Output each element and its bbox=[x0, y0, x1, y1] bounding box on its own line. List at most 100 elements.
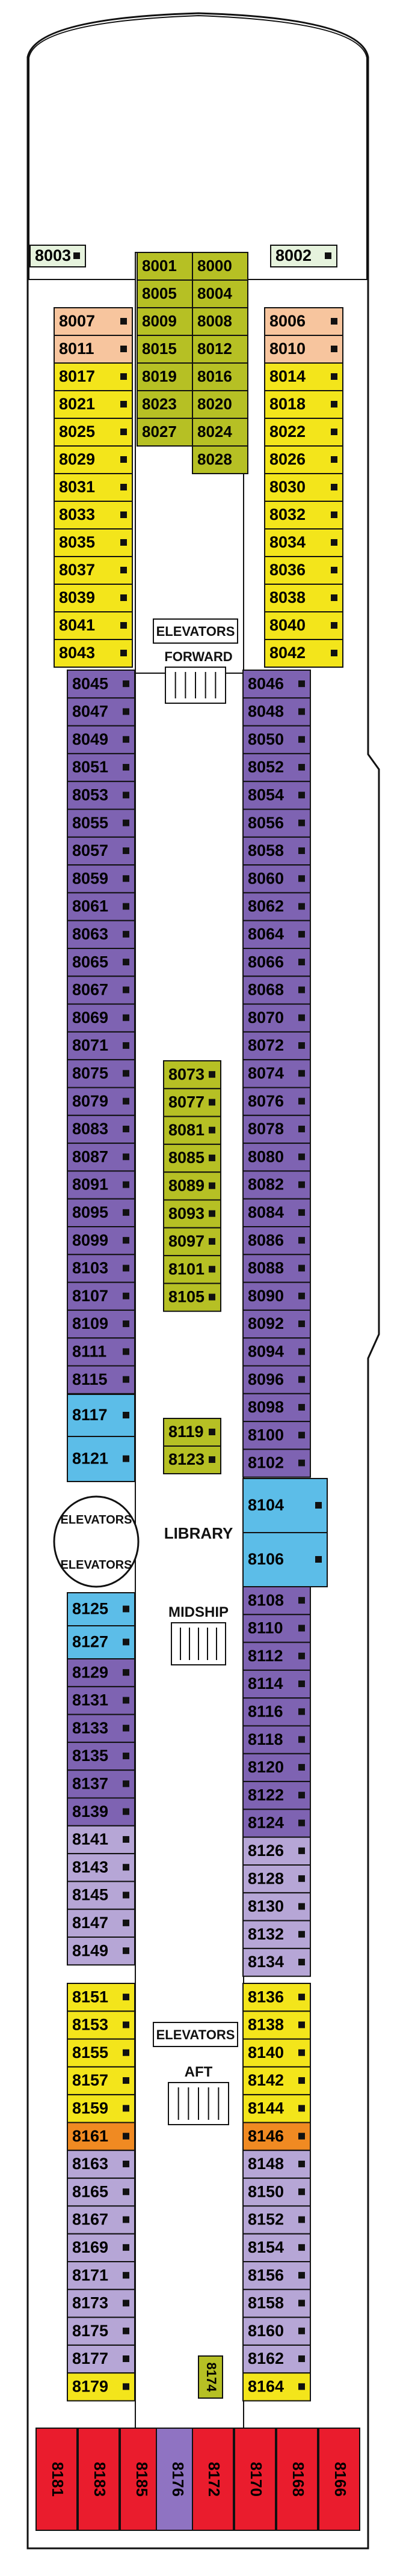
cabin-8114[interactable]: 8114 bbox=[242, 1669, 311, 1699]
cabin-8134[interactable]: 8134 bbox=[242, 1947, 311, 1977]
cabin-8133[interactable]: 8133 bbox=[67, 1714, 135, 1743]
cabin-8092[interactable]: 8092 bbox=[242, 1309, 311, 1339]
cabin-8110[interactable]: 8110 bbox=[242, 1614, 311, 1643]
cabin-8093[interactable]: 8093 bbox=[163, 1199, 221, 1228]
cabin-8012[interactable]: 8012 bbox=[192, 335, 248, 364]
cabin-8047[interactable]: 8047 bbox=[67, 697, 135, 727]
cabin-8143[interactable]: 8143 bbox=[67, 1853, 135, 1882]
cabin-8112[interactable]: 8112 bbox=[242, 1641, 311, 1671]
cabin-8086[interactable]: 8086 bbox=[242, 1226, 311, 1256]
cabin-8106[interactable]: 8106 bbox=[242, 1532, 328, 1587]
cabin-8021[interactable]: 8021 bbox=[54, 390, 133, 419]
cabin-8031[interactable]: 8031 bbox=[54, 473, 133, 502]
cabin-8099[interactable]: 8099 bbox=[67, 1226, 135, 1256]
cabin-8003[interactable]: 8003 bbox=[29, 245, 86, 267]
cabin-8118[interactable]: 8118 bbox=[242, 1725, 311, 1754]
cabin-8007[interactable]: 8007 bbox=[54, 307, 133, 336]
cabin-8117[interactable]: 8117 bbox=[67, 1394, 135, 1437]
cabin-8081[interactable]: 8081 bbox=[163, 1116, 221, 1145]
cabin-8045[interactable]: 8045 bbox=[67, 670, 135, 699]
cabin-8053[interactable]: 8053 bbox=[67, 781, 135, 810]
cabin-8098[interactable]: 8098 bbox=[242, 1393, 311, 1423]
cabin-8131[interactable]: 8131 bbox=[67, 1686, 135, 1715]
cabin-8011[interactable]: 8011 bbox=[54, 335, 133, 364]
cabin-8156[interactable]: 8156 bbox=[242, 2261, 311, 2291]
cabin-8004[interactable]: 8004 bbox=[192, 279, 248, 308]
cabin-8108[interactable]: 8108 bbox=[242, 1586, 311, 1616]
cabin-8023[interactable]: 8023 bbox=[137, 390, 193, 419]
cabin-8135[interactable]: 8135 bbox=[67, 1741, 135, 1771]
cabin-8071[interactable]: 8071 bbox=[67, 1031, 135, 1061]
cabin-8008[interactable]: 8008 bbox=[192, 307, 248, 336]
cabin-8105[interactable]: 8105 bbox=[163, 1283, 221, 1312]
cabin-8115[interactable]: 8115 bbox=[67, 1365, 135, 1394]
cabin-8155[interactable]: 8155 bbox=[67, 2038, 135, 2068]
cabin-8126[interactable]: 8126 bbox=[242, 1836, 311, 1866]
cabin-8072[interactable]: 8072 bbox=[242, 1031, 311, 1061]
cabin-8040[interactable]: 8040 bbox=[264, 611, 343, 640]
cabin-8149[interactable]: 8149 bbox=[67, 1937, 135, 1966]
cabin-8035[interactable]: 8035 bbox=[54, 528, 133, 557]
cabin-8103[interactable]: 8103 bbox=[67, 1254, 135, 1283]
cabin-8073[interactable]: 8073 bbox=[163, 1060, 221, 1090]
cabin-8153[interactable]: 8153 bbox=[67, 2010, 135, 2040]
cabin-8078[interactable]: 8078 bbox=[242, 1114, 311, 1144]
cabin-8166[interactable]: 8166 bbox=[318, 2428, 360, 2531]
cabin-8124[interactable]: 8124 bbox=[242, 1808, 311, 1838]
cabin-8181[interactable]: 8181 bbox=[35, 2428, 78, 2531]
cabin-8036[interactable]: 8036 bbox=[264, 556, 343, 585]
cabin-8069[interactable]: 8069 bbox=[67, 1003, 135, 1033]
cabin-8157[interactable]: 8157 bbox=[67, 2066, 135, 2096]
cabin-8120[interactable]: 8120 bbox=[242, 1753, 311, 1783]
cabin-8088[interactable]: 8088 bbox=[242, 1254, 311, 1283]
cabin-8067[interactable]: 8067 bbox=[67, 975, 135, 1005]
cabin-8116[interactable]: 8116 bbox=[242, 1697, 311, 1727]
cabin-8022[interactable]: 8022 bbox=[264, 418, 343, 447]
cabin-8009[interactable]: 8009 bbox=[137, 307, 193, 336]
cabin-8084[interactable]: 8084 bbox=[242, 1198, 311, 1227]
cabin-8144[interactable]: 8144 bbox=[242, 2094, 311, 2123]
cabin-8101[interactable]: 8101 bbox=[163, 1255, 221, 1284]
cabin-8090[interactable]: 8090 bbox=[242, 1281, 311, 1311]
cabin-8058[interactable]: 8058 bbox=[242, 836, 311, 866]
cabin-8147[interactable]: 8147 bbox=[67, 1908, 135, 1938]
cabin-8010[interactable]: 8010 bbox=[264, 335, 343, 364]
cabin-8015[interactable]: 8015 bbox=[137, 335, 193, 364]
cabin-8060[interactable]: 8060 bbox=[242, 864, 311, 894]
cabin-8070[interactable]: 8070 bbox=[242, 1003, 311, 1033]
cabin-8150[interactable]: 8150 bbox=[242, 2178, 311, 2207]
cabin-8043[interactable]: 8043 bbox=[54, 639, 133, 668]
cabin-8138[interactable]: 8138 bbox=[242, 2010, 311, 2040]
cabin-8020[interactable]: 8020 bbox=[192, 390, 248, 419]
cabin-8139[interactable]: 8139 bbox=[67, 1797, 135, 1827]
cabin-8176[interactable]: 8176 bbox=[156, 2428, 198, 2531]
cabin-8119[interactable]: 8119 bbox=[163, 1418, 221, 1447]
cabin-8132[interactable]: 8132 bbox=[242, 1920, 311, 1949]
cabin-8177[interactable]: 8177 bbox=[67, 2344, 135, 2374]
cabin-8077[interactable]: 8077 bbox=[163, 1088, 221, 1117]
cabin-8107[interactable]: 8107 bbox=[67, 1281, 135, 1311]
cabin-8005[interactable]: 8005 bbox=[137, 279, 193, 308]
cabin-8001[interactable]: 8001 bbox=[137, 252, 193, 281]
cabin-8173[interactable]: 8173 bbox=[67, 2289, 135, 2318]
cabin-8111[interactable]: 8111 bbox=[67, 1337, 135, 1367]
cabin-8042[interactable]: 8042 bbox=[264, 639, 343, 668]
cabin-8074[interactable]: 8074 bbox=[242, 1059, 311, 1088]
cabin-8059[interactable]: 8059 bbox=[67, 864, 135, 894]
cabin-8169[interactable]: 8169 bbox=[67, 2233, 135, 2262]
cabin-8159[interactable]: 8159 bbox=[67, 2094, 135, 2123]
cabin-8037[interactable]: 8037 bbox=[54, 556, 133, 585]
cabin-8061[interactable]: 8061 bbox=[67, 892, 135, 921]
cabin-8104[interactable]: 8104 bbox=[242, 1478, 328, 1533]
cabin-8158[interactable]: 8158 bbox=[242, 2289, 311, 2318]
cabin-8018[interactable]: 8018 bbox=[264, 390, 343, 419]
cabin-8171[interactable]: 8171 bbox=[67, 2261, 135, 2291]
cabin-8136[interactable]: 8136 bbox=[242, 1983, 311, 2012]
cabin-8141[interactable]: 8141 bbox=[67, 1825, 135, 1855]
cabin-8123[interactable]: 8123 bbox=[163, 1445, 221, 1474]
cabin-8130[interactable]: 8130 bbox=[242, 1892, 311, 1921]
cabin-8096[interactable]: 8096 bbox=[242, 1365, 311, 1394]
cabin-8167[interactable]: 8167 bbox=[67, 2205, 135, 2235]
cabin-8054[interactable]: 8054 bbox=[242, 781, 311, 810]
cabin-8145[interactable]: 8145 bbox=[67, 1881, 135, 1910]
